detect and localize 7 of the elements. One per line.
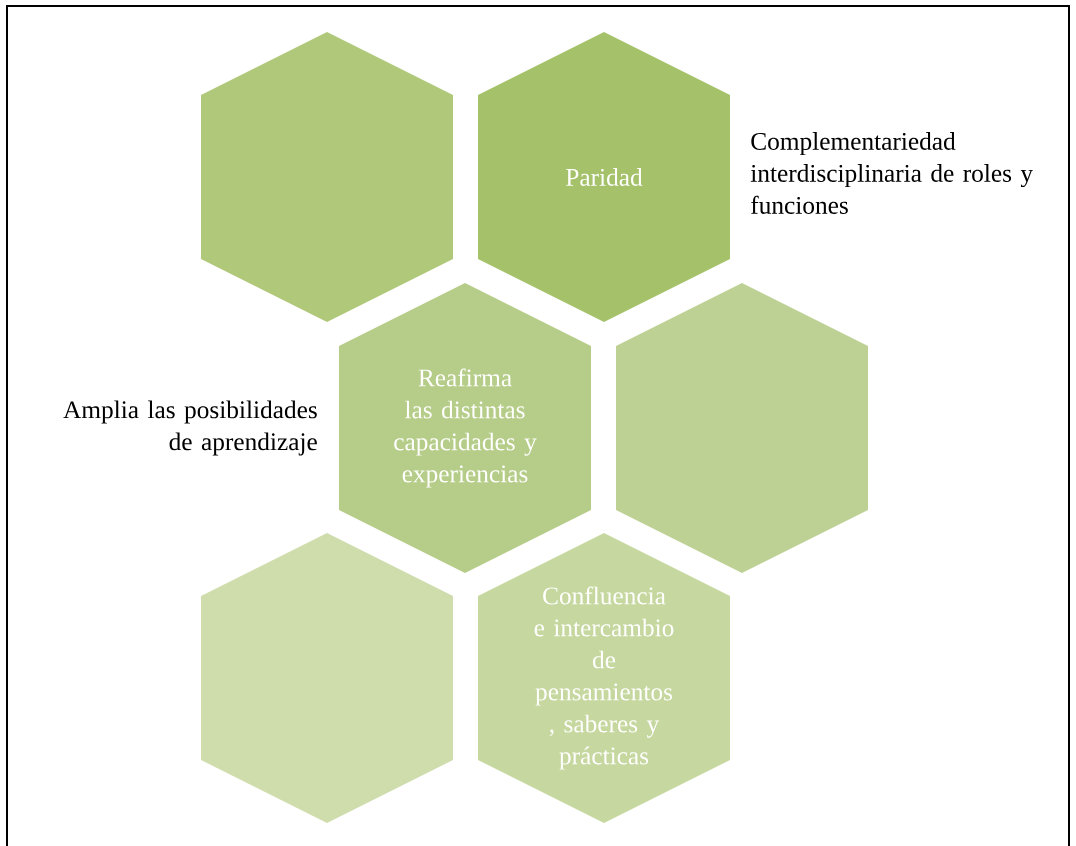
hexagon — [616, 283, 868, 573]
hexagon: Confluencia e intercambio de pensamientos , saberes y prácticas — [478, 533, 730, 823]
hexagon: Paridad — [478, 32, 730, 322]
hexagon: Reafirma las distintas capacidades y experiencias — [339, 283, 591, 573]
description-text: Complementariedad interdisciplinaria de roles y funciones — [750, 132, 1033, 214]
hexagon — [201, 32, 453, 322]
hexagon — [201, 533, 453, 823]
